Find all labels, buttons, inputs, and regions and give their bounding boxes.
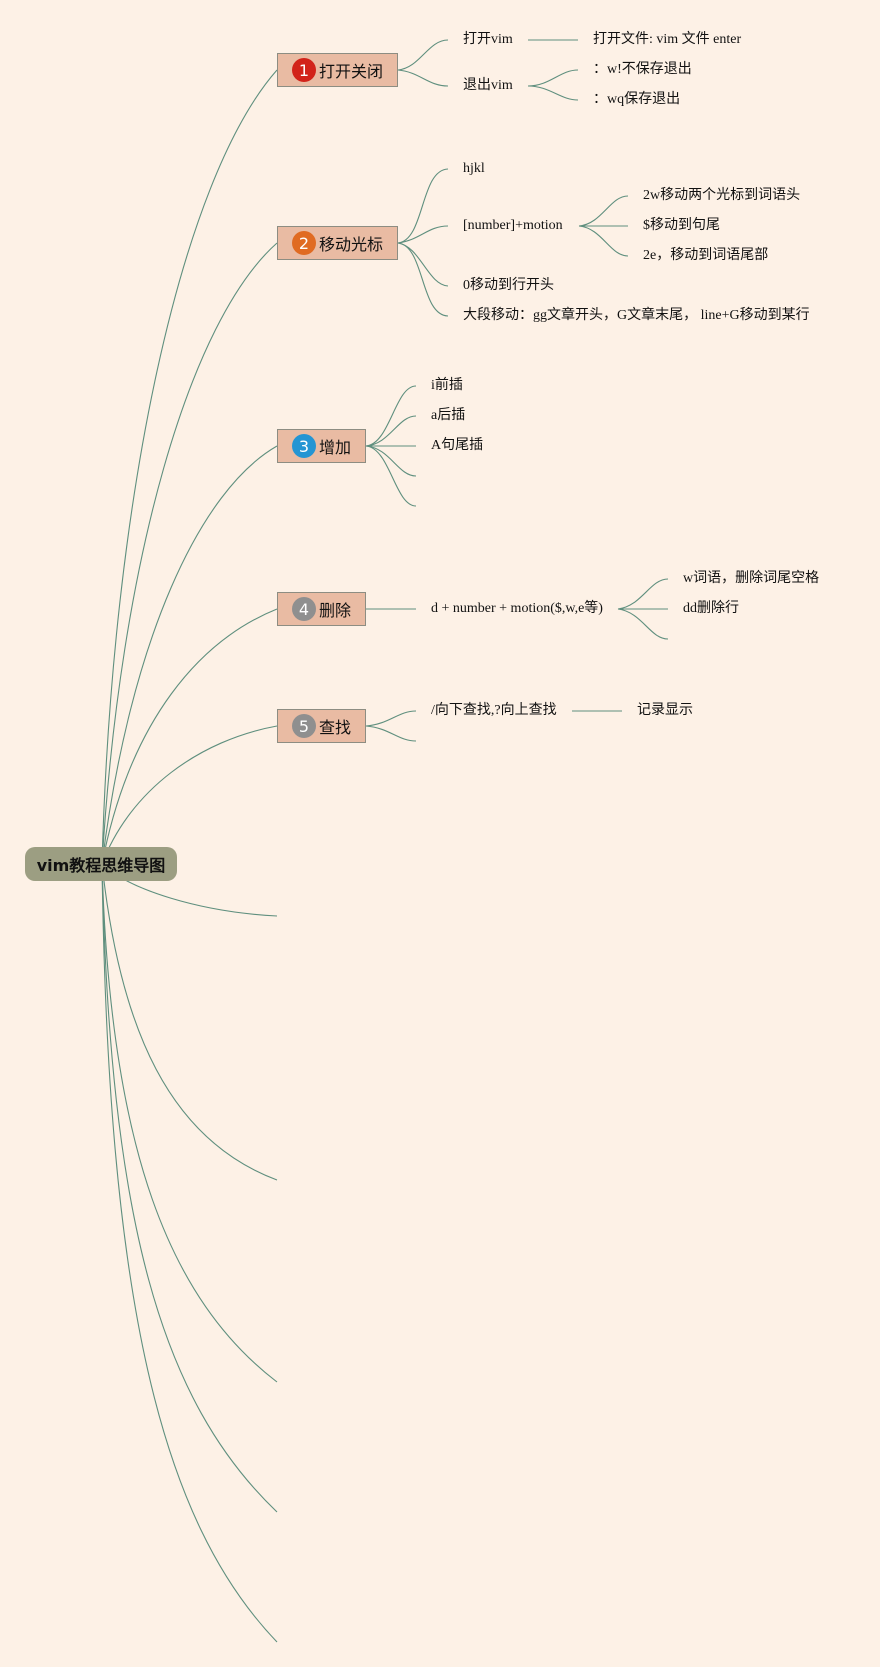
badge-number-1: 1 (292, 58, 316, 82)
subtopic-record[interactable]: 记录显示 (637, 703, 693, 718)
connector-t3-i (365, 385, 417, 447)
connector-root-empty-7 (101, 863, 278, 1181)
subtopic-dd[interactable]: dd删除行 (683, 601, 739, 616)
topic-delete[interactable]: 4 删除 (277, 592, 366, 626)
connector-root-topic-3 (101, 445, 278, 865)
connector-root-empty-8 (101, 863, 278, 1383)
connector-t3-empty-5 (365, 445, 417, 507)
root-node[interactable]: vim教程思维导图 (25, 847, 177, 881)
connector-t2-number-motion (397, 225, 449, 244)
topic-open-close[interactable]: 1 打开关闭 (277, 53, 398, 87)
connector-t1-quit (397, 69, 449, 87)
connector-t2-hjkl (397, 168, 449, 244)
subtopic-big-move[interactable]: 大段移动：gg文章开头，G文章末尾， line+G移动到某行 (463, 308, 810, 323)
topic-search[interactable]: 5 查找 (277, 709, 366, 743)
topic-label: 移动光标 (319, 235, 384, 254)
subtopic-zero[interactable]: 0移动到行开头 (463, 278, 554, 293)
subtopic-quit-vim[interactable]: 退出vim (463, 78, 513, 93)
connector-root-empty-10 (101, 863, 278, 1643)
subtopic-number-motion[interactable]: [number]+motion (463, 218, 563, 233)
subtopic-dollar[interactable]: $移动到句尾 (643, 218, 720, 233)
subtopic-search-command[interactable]: /向下查找,?向上查找 (431, 703, 557, 718)
subtopic-hjkl[interactable]: hjkl (463, 161, 485, 176)
connector-t5-command (365, 710, 417, 727)
connector-nm-2e (578, 225, 629, 257)
connector-t5-empty (365, 725, 417, 742)
connector-cmd-w (617, 578, 669, 610)
connector-cmd-empty (617, 608, 669, 640)
subtopic-open-file[interactable]: 打开文件: vim 文件 enter (593, 32, 742, 47)
badge-number-5: 5 (292, 714, 316, 738)
connector-t1-open (397, 39, 449, 71)
connector-t2-big-move (397, 242, 449, 317)
subtopic-append-end[interactable]: A句尾插 (431, 438, 484, 453)
badge-number-4: 4 (292, 597, 316, 621)
subtopic-open-vim[interactable]: 打开vim (463, 32, 513, 47)
connector-t3-empty-4 (365, 445, 417, 477)
subtopic-2w[interactable]: 2w移动两个光标到词语头 (643, 188, 801, 203)
connector-nm-2w (578, 195, 629, 227)
root-label: vim教程思维导图 (36, 856, 166, 875)
subtopic-quit-nosave[interactable]: ：w!不保存退出 (593, 62, 692, 77)
topic-move-cursor[interactable]: 2 移动光标 (277, 226, 398, 260)
connector-t3-a (365, 415, 417, 447)
badge-number-3: 3 (292, 434, 316, 458)
topic-label: 删除 (319, 601, 352, 620)
connector-quit-nosave (527, 69, 579, 87)
subtopic-w-word[interactable]: w词语，删除词尾空格 (683, 571, 820, 586)
topic-add[interactable]: 3 增加 (277, 429, 366, 463)
topic-label: 查找 (319, 718, 352, 737)
connector-root-topic-1 (101, 69, 278, 865)
connector-t2-zero (397, 242, 449, 287)
connector-root-topic-4 (101, 608, 278, 865)
topic-label: 增加 (319, 438, 352, 457)
subtopic-2e[interactable]: 2e，移动到词语尾部 (643, 248, 769, 263)
subtopic-delete-command[interactable]: d + number + motion($,w,e等) (431, 601, 603, 616)
connector-root-empty-9 (101, 863, 278, 1513)
connector-root-topic-5 (101, 725, 278, 865)
subtopic-insert-before[interactable]: i前插 (431, 378, 463, 393)
topic-label: 打开关闭 (319, 62, 384, 81)
subtopic-append-after[interactable]: a后插 (431, 408, 466, 423)
badge-number-2: 2 (292, 231, 316, 255)
connector-root-topic-2 (101, 242, 278, 865)
subtopic-quit-save[interactable]: ：wq保存退出 (593, 92, 681, 107)
connector-quit-save (527, 85, 579, 101)
